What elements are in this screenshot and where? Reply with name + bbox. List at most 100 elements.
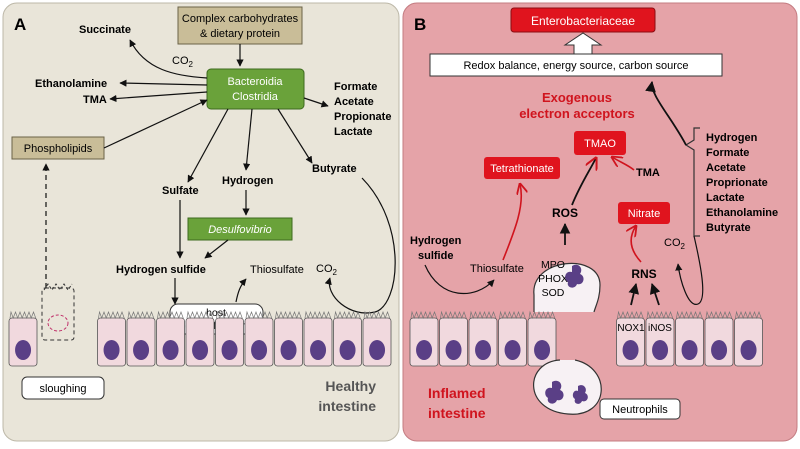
epithelial-cell — [527, 310, 557, 367]
inflamed-label-1: Inflamed — [428, 385, 486, 401]
nucleus — [221, 340, 238, 360]
source-item: Lactate — [706, 192, 745, 204]
complex-carbs-label-1: Complex carbohydrates — [182, 13, 299, 25]
butyrate-label: Butyrate — [312, 163, 357, 175]
nucleus — [310, 340, 327, 360]
complex-carbs-label-2: & dietary protein — [200, 28, 280, 40]
epithelial-cell — [244, 310, 274, 367]
epithelial-cell — [616, 310, 645, 367]
source-item: Ethanolamine — [706, 207, 778, 219]
healthy-label-1: Healthy — [325, 378, 376, 394]
succinate-label: Succinate — [79, 24, 131, 36]
nucleus — [652, 340, 669, 360]
basal-neutrophil — [533, 359, 602, 415]
exogenous-label-1: Exogenous — [542, 90, 612, 105]
epithelial-cell — [498, 310, 527, 367]
nucleus — [251, 340, 268, 360]
sloughing-label: sloughing — [39, 383, 86, 395]
sod-label: SOD — [542, 287, 565, 299]
nox1-label: NOX1 — [617, 323, 645, 334]
nucleus — [740, 340, 757, 360]
nucleus — [133, 340, 150, 360]
epithelial-cell — [97, 310, 126, 367]
enterobacteriaceae-label: Enterobacteriaceae — [531, 14, 635, 28]
nucleus — [445, 340, 462, 360]
bacteroidia-label: Bacteroidia — [227, 76, 283, 88]
nucleus — [369, 340, 386, 360]
nitrate-label: Nitrate — [628, 208, 660, 220]
epithelial-cell — [274, 310, 303, 367]
nucleus — [192, 340, 209, 360]
epithelial-cell — [468, 310, 498, 367]
nucleus — [711, 340, 728, 360]
epithelial-cell — [156, 310, 185, 367]
epithelial-cell — [734, 310, 763, 367]
nucleus — [416, 340, 433, 360]
redox-box — [429, 53, 723, 77]
inflamed-label-2: intestine — [428, 405, 486, 421]
hydrogen-sulfide-label: Hydrogen sulfide — [116, 264, 206, 276]
nucleus — [103, 340, 120, 360]
host-detox-label-1: host — [206, 307, 226, 319]
lumen-neutrophil: MPO PHOX SOD — [533, 259, 601, 313]
hydrogen-label-a: Hydrogen — [222, 175, 274, 187]
exogenous-label-2: electron acceptors — [519, 106, 635, 121]
epithelial-cell — [645, 310, 675, 367]
inos-label: iNOS — [648, 323, 672, 334]
epithelium-a — [8, 310, 392, 367]
tma-label-a: TMA — [83, 94, 107, 106]
epithelial-cell — [333, 310, 362, 367]
tmao-box — [574, 131, 626, 155]
neutrophils-label: Neutrophils — [612, 404, 668, 416]
big-up-arrow — [563, 32, 603, 56]
nucleus — [475, 340, 492, 360]
nucleus — [504, 340, 521, 360]
co2-label-b: CO2 — [664, 237, 686, 251]
thiosulfate-label-a: Thiosulfate — [250, 264, 304, 276]
sulfate-label: Sulfate — [162, 185, 199, 197]
desulfovibrio-label: Desulfovibrio — [208, 224, 272, 236]
nucleus — [162, 340, 179, 360]
tetrathionate-label: Tetrathionate — [490, 163, 554, 175]
ros-label: ROS — [552, 206, 578, 220]
complex-carbs-box — [177, 6, 303, 45]
propionate-label: Propionate — [334, 111, 391, 123]
tetrathionate-box — [484, 157, 560, 179]
source-item: Proprionate — [706, 177, 768, 189]
sources-list: HydrogenFormateAcetateProprionateLactate… — [706, 132, 778, 234]
epithelial-cell — [704, 310, 734, 367]
epithelial-cell — [303, 310, 333, 367]
epithelium-b — [409, 310, 763, 367]
nitrate-box — [618, 202, 670, 224]
epithelial-cell — [362, 310, 392, 367]
sloughing-box — [21, 376, 105, 400]
desulfovibrio-box — [187, 217, 293, 241]
epithelial-cell — [185, 310, 215, 367]
sloughing-cell — [41, 283, 75, 341]
thiosulfate-label-b: Thiosulfate — [470, 263, 524, 275]
tmao-label: TMAO — [584, 138, 616, 150]
hydrogen-sulfide-b-1: Hydrogen — [410, 235, 462, 247]
source-item: Hydrogen — [706, 132, 758, 144]
source-item: Butyrate — [706, 222, 751, 234]
epithelial-cell — [409, 310, 439, 367]
nucleus — [339, 340, 356, 360]
epithelial-cell — [439, 310, 468, 367]
tma-label-b: TMA — [636, 167, 660, 179]
source-item: Formate — [706, 147, 749, 159]
nucleus — [280, 340, 297, 360]
neutrophils-box — [599, 398, 681, 420]
phospholipids-label: Phospholipids — [24, 143, 93, 155]
epithelial-cell — [675, 310, 704, 367]
hydrogen-sulfide-b-2: sulfide — [418, 250, 453, 262]
redox-label: Redox balance, energy source, carbon sou… — [463, 60, 688, 72]
co2-label-a: CO2 — [172, 55, 194, 69]
nucleus — [681, 340, 698, 360]
nucleus — [622, 340, 639, 360]
mpo-label: MPO — [541, 259, 565, 271]
clostridia-label: Clostridia — [232, 91, 279, 103]
acetate-label: Acetate — [334, 96, 374, 108]
healthy-label-2: intestine — [318, 398, 376, 414]
